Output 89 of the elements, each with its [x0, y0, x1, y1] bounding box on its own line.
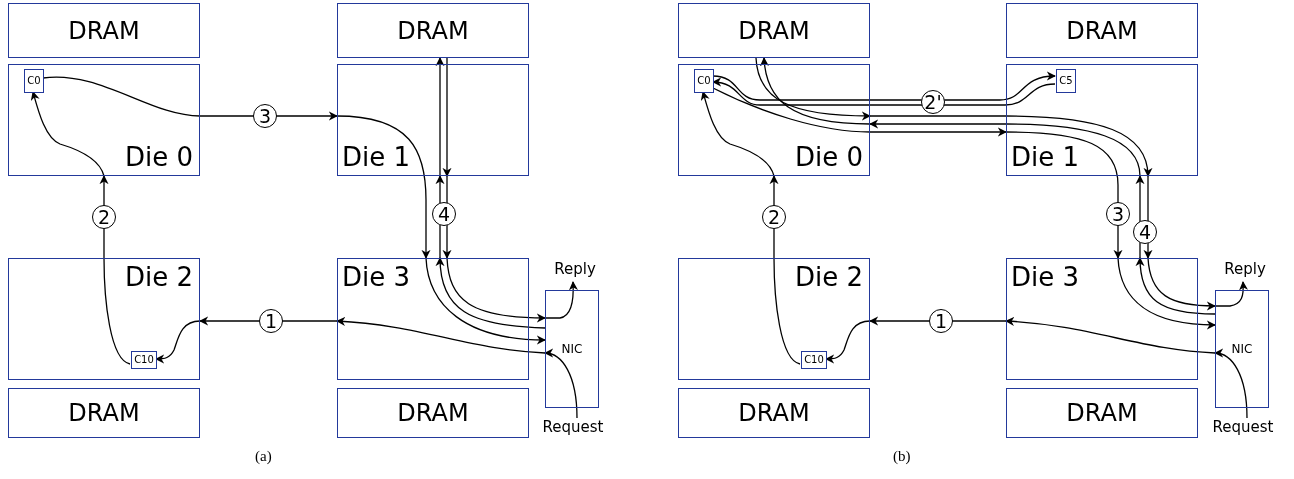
- edge-label: 4: [1133, 220, 1157, 244]
- memory-label: DRAM: [1066, 16, 1138, 45]
- arrow: [1135, 257, 1216, 315]
- memory-label: DRAM: [68, 399, 140, 427]
- edge-label: 2': [921, 90, 945, 114]
- arrow: [42, 76, 338, 121]
- core-box: [694, 69, 714, 93]
- panel-caption: (b): [893, 448, 911, 465]
- arrow: [769, 175, 801, 365]
- arrow: [435, 175, 445, 259]
- die-box: [337, 258, 529, 380]
- memory-label: DRAM: [738, 16, 810, 45]
- die-box: [678, 258, 870, 380]
- arrow: [1214, 349, 1248, 419]
- arrow: [1005, 317, 1216, 354]
- memory-box: [337, 3, 529, 58]
- arrow: [30, 91, 105, 177]
- arrow: [712, 78, 1056, 106]
- arrow: [155, 320, 201, 364]
- memory-box: [678, 3, 870, 58]
- arrow: [442, 57, 452, 177]
- memory-box: [1006, 388, 1198, 438]
- edge-label: 2: [762, 205, 786, 229]
- die-label: Die 0: [794, 143, 863, 171]
- die-label: Die 1: [1011, 143, 1080, 171]
- arrow: [544, 281, 578, 319]
- edge-label: 1: [259, 309, 283, 333]
- core-label: C5: [1059, 74, 1073, 88]
- core-label: C0: [27, 74, 41, 88]
- arrow: [425, 257, 546, 345]
- die-box: [1006, 64, 1198, 176]
- die-box: [8, 258, 200, 380]
- memory-box: [678, 388, 870, 438]
- edge-label: 3: [253, 104, 277, 128]
- arrow: [1135, 175, 1145, 259]
- core-box: [1056, 69, 1076, 93]
- edge-label: 3: [1106, 202, 1130, 226]
- die-box: [337, 64, 529, 176]
- edge-label: 2: [92, 205, 116, 229]
- arrow: [435, 57, 445, 177]
- core-label: C10: [804, 353, 824, 367]
- die-label: Die 3: [342, 263, 411, 291]
- memory-label: DRAM: [397, 399, 469, 427]
- core-box: [24, 69, 44, 93]
- arrow: [1214, 281, 1248, 307]
- edge-label: 1: [929, 309, 953, 333]
- die-box: [8, 64, 200, 176]
- endpoint-label: Request: [1203, 418, 1283, 436]
- endpoint-label: Request: [533, 418, 613, 436]
- die-box: [678, 64, 870, 176]
- arrow: [712, 71, 1056, 101]
- endpoint-label: Reply: [545, 260, 605, 278]
- memory-label: DRAM: [738, 399, 810, 427]
- edge-label: 4: [432, 202, 456, 226]
- arrow: [199, 316, 338, 326]
- arrow: [712, 87, 1007, 137]
- die-label: Die 2: [124, 263, 193, 291]
- nic-label: NIC: [561, 342, 583, 356]
- die-label: Die 3: [1011, 263, 1080, 291]
- core-label: C10: [134, 353, 154, 367]
- die-label: Die 2: [794, 263, 863, 291]
- arrow: [544, 349, 578, 419]
- arrow: [435, 257, 546, 329]
- memory-box: [1006, 3, 1198, 58]
- core-label: C0: [697, 74, 711, 88]
- arrow: [700, 91, 775, 177]
- memory-box: [8, 388, 200, 438]
- arrow: [336, 317, 546, 354]
- die-label: Die 0: [124, 143, 193, 171]
- arrow: [869, 316, 1007, 326]
- endpoint-label: Reply: [1215, 260, 1275, 278]
- arrow: [446, 257, 546, 323]
- arrow: [99, 175, 131, 365]
- die-label: Die 1: [342, 143, 411, 171]
- memory-box: [337, 388, 529, 438]
- nic-box: [1215, 290, 1269, 408]
- nic-box: [545, 290, 599, 408]
- memory-label: DRAM: [68, 16, 140, 45]
- arrow: [825, 320, 871, 364]
- arrow: [1147, 257, 1216, 311]
- arrow: [1005, 131, 1123, 259]
- nic-label: NIC: [1231, 342, 1253, 356]
- memory-label: DRAM: [1066, 399, 1138, 427]
- die-box: [1006, 258, 1198, 380]
- memory-box: [8, 3, 200, 58]
- arrow: [336, 115, 431, 259]
- memory-label: DRAM: [397, 16, 469, 45]
- arrow: [1117, 257, 1216, 330]
- panel-caption: (a): [255, 448, 272, 465]
